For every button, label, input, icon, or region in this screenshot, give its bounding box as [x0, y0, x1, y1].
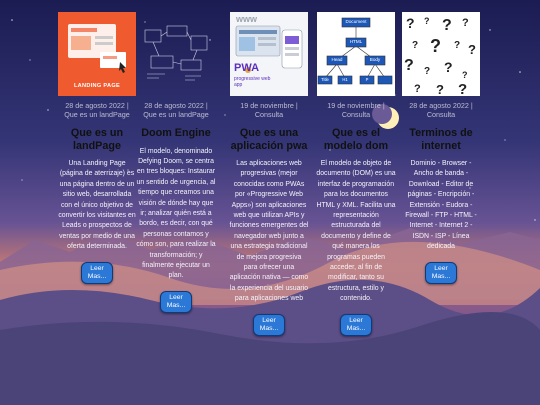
front-dunes	[0, 311, 540, 405]
svg-text:?: ?	[458, 81, 467, 96]
card-category-link[interactable]: Consulta	[426, 110, 456, 119]
svg-text:?: ?	[468, 42, 476, 57]
svg-text:?: ?	[462, 17, 469, 29]
svg-text:?: ?	[424, 16, 430, 26]
card-description: El modelo de objeto de documento (DOM) e…	[316, 160, 396, 303]
card-description: Las aplicaciones web progresivas (mejor …	[229, 160, 309, 303]
card-meta: 28 de agosto 2022 | Consulta	[401, 101, 481, 119]
read-more-button[interactable]: Leer Mas...	[160, 290, 192, 313]
read-more-button[interactable]: Leer Mas...	[253, 313, 285, 336]
blog-card-dom: Document HTML Head Body Title H1 P 19 de…	[316, 12, 396, 336]
card-image-pwa[interactable]: www PWA progressive web app	[230, 12, 308, 96]
card-date: 19 de noviembre |	[327, 101, 385, 110]
dom-node-label: HTML	[349, 39, 363, 44]
dom-node-label: Head	[331, 57, 343, 62]
card-title[interactable]: Terminos de internet	[409, 127, 473, 152]
dom-node-label: Title	[321, 77, 329, 82]
card-category-link[interactable]: Que es un landPage	[143, 110, 209, 119]
svg-text:?: ?	[412, 40, 418, 51]
card-date: 28 de agosto 2022 |	[409, 101, 473, 110]
card-meta: 19 de noviembre | Consulta	[316, 101, 396, 119]
card-image-question-marks[interactable]: ? ? ? ? ? ? ? ? ? ? ? ? ? ? ?	[402, 12, 480, 96]
card-meta: 28 de agosto 2022 | Que es un landPage	[136, 101, 216, 119]
card-category-link[interactable]: Consulta	[254, 110, 284, 119]
dom-node-label: P	[365, 77, 369, 82]
card-image-doom-diagram[interactable]	[137, 12, 215, 96]
card-meta: 19 de noviembre | Consulta	[229, 101, 309, 119]
svg-text:?: ?	[430, 36, 441, 56]
card-title[interactable]: Que es el modelo dom	[323, 127, 389, 152]
card-image-www: www	[236, 14, 258, 24]
card-image-subtitle: progressive web app	[234, 76, 271, 88]
svg-text:?: ?	[436, 82, 444, 96]
card-category-link[interactable]: Que es un landPage	[64, 110, 130, 119]
card-title[interactable]: Que es un landPage	[70, 127, 124, 152]
card-date: 28 de agosto 2022 |	[65, 101, 129, 110]
blog-card-landpage: LANDING PAGE 28 de agosto 2022 | Que es …	[57, 12, 137, 284]
svg-text:?: ?	[442, 17, 452, 34]
blog-card-doom-engine: 28 de agosto 2022 | Que es un landPage D…	[136, 12, 216, 313]
card-description: Una Landing Page (página de aterrizaje) …	[58, 160, 136, 251]
dom-node-label: Body	[369, 57, 381, 62]
card-date: 28 de agosto 2022 |	[144, 101, 208, 110]
card-image-landing-page[interactable]: LANDING PAGE	[58, 12, 136, 96]
card-image-pwa-logo: PWA	[234, 62, 260, 74]
dom-node-label: Document	[345, 19, 367, 24]
card-title[interactable]: Que es una aplicación pwa	[230, 127, 308, 152]
svg-text:?: ?	[404, 57, 414, 74]
card-meta: 28 de agosto 2022 | Que es un landPage	[57, 101, 137, 119]
read-more-button[interactable]: Leer Mas...	[340, 313, 372, 336]
card-category-link[interactable]: Consulta	[341, 110, 371, 119]
svg-text:?: ?	[414, 83, 421, 95]
card-image-caption: LANDING PAGE	[73, 83, 121, 89]
svg-text:?: ?	[444, 59, 453, 75]
svg-text:?: ?	[462, 70, 468, 80]
card-title[interactable]: Doom Engine	[141, 127, 211, 139]
svg-text:?: ?	[454, 40, 460, 51]
read-more-button[interactable]: Leer Mas...	[425, 261, 457, 284]
read-more-button[interactable]: Leer Mas...	[81, 261, 113, 284]
dom-node-label: H1	[342, 77, 348, 82]
card-image-dom-tree[interactable]: Document HTML Head Body Title H1 P	[317, 12, 395, 96]
card-description: El modelo, denominado Defying Doom, se c…	[136, 147, 216, 280]
blog-card-pwa: www PWA progressive web app 19 de noviem…	[229, 12, 309, 336]
card-date: 19 de noviembre |	[240, 101, 298, 110]
svg-text:?: ?	[424, 66, 430, 77]
blog-card-internet-terms: ? ? ? ? ? ? ? ? ? ? ? ? ? ? ? 28 de agos…	[401, 12, 481, 284]
crescent-moon-icon	[372, 104, 399, 129]
svg-text:?: ?	[406, 15, 415, 31]
card-description: Dominio - Browser - Ancho de banda - Dow…	[405, 160, 477, 251]
